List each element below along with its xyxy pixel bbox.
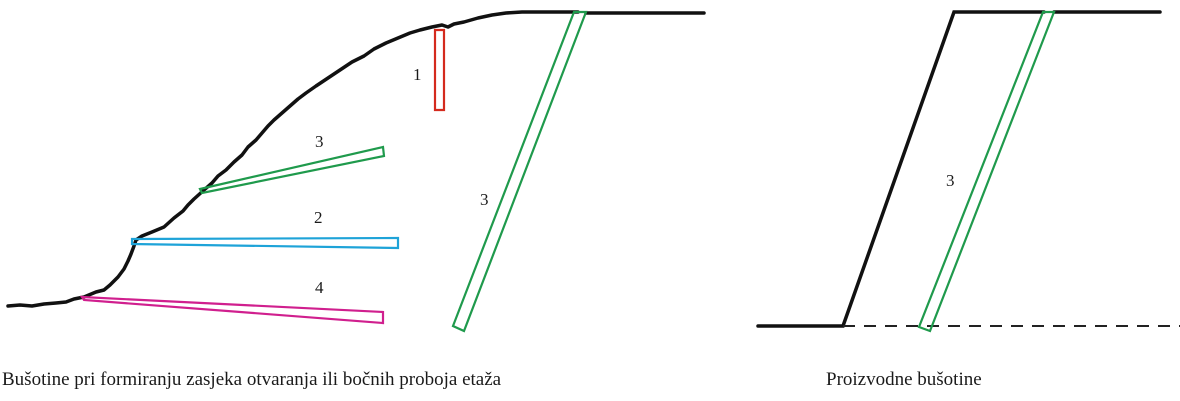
label-borehole-1: 1 [413, 65, 422, 84]
caption-right-figure: Proizvodne bušotine [826, 369, 982, 390]
production-borehole-3 [917, 10, 1056, 333]
borehole-2-horizontal [130, 236, 400, 250]
label-production-borehole-3: 3 [946, 171, 955, 190]
slope-terrain-line [6, 10, 580, 308]
borehole-3-inclined-upper [198, 145, 386, 195]
borehole-4-inclined-lower [79, 295, 385, 325]
label-borehole-2: 2 [314, 208, 323, 227]
caption-left-figure: Bušotine pri formiranju zasjeka otvaranj… [2, 369, 502, 390]
borehole-1-vertical [433, 28, 446, 112]
bench-profile-line [756, 10, 1046, 328]
label-borehole-3-long: 3 [480, 190, 489, 209]
label-borehole-4: 4 [315, 278, 324, 297]
label-borehole-3-upper: 3 [315, 132, 324, 151]
borehole-3-long-inclined [451, 10, 588, 333]
